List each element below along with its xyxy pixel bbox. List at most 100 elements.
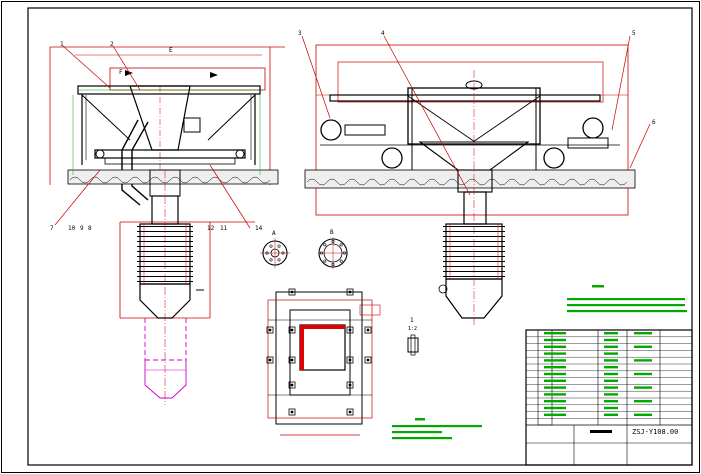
note-heading (415, 418, 425, 421)
detail-a-label: A (272, 230, 276, 237)
bolt-square (346, 326, 354, 334)
title-cell-text (604, 366, 618, 369)
title-cell-text (544, 393, 566, 396)
callout-3: 3 (298, 30, 302, 37)
hidden-container (144, 318, 187, 399)
flange-hole (281, 251, 285, 255)
note-line (567, 310, 687, 313)
flange-hole (342, 251, 346, 255)
bolt-hole (290, 328, 294, 332)
callout-7: 7 (50, 225, 54, 232)
bolt-square (288, 381, 296, 389)
flange-hole (339, 259, 343, 263)
bolt-hole (290, 358, 294, 362)
note-heading (592, 285, 604, 288)
title-cell-text (544, 332, 566, 335)
notes-green-plan (392, 418, 482, 440)
callout-F: F (119, 69, 123, 76)
callout-12: 12 (207, 225, 215, 232)
bolt-square (346, 288, 354, 296)
title-cell-text (544, 345, 566, 348)
bolt-hole (268, 358, 272, 362)
flange-hole (331, 240, 335, 244)
front-bellows-folds (137, 224, 193, 284)
side-view (304, 44, 636, 325)
title-cell-text (544, 413, 566, 416)
small-detail-scale: 1:2 (408, 326, 417, 332)
bolt-square (266, 356, 274, 364)
detail-circle-a: A (260, 230, 290, 268)
bolt-square (288, 326, 296, 334)
title-cell-text (634, 372, 652, 376)
title-cell-text (544, 406, 566, 410)
front-callouts: 1 2 F E 7 10 9 8 12 11 14 (50, 41, 263, 232)
detail-a-holes (265, 244, 285, 262)
detail-b-label: B (330, 229, 334, 236)
flange-hole (319, 251, 323, 255)
title-cell-text (604, 338, 618, 342)
title-cell-text (544, 400, 566, 403)
callout-6: 6 (652, 119, 656, 126)
drawing-number: ZSJ-Y108.00 (632, 428, 678, 436)
bolt-hole (348, 383, 352, 387)
callout-14: 14 (255, 225, 263, 232)
sheet-border-inner (27, 7, 693, 466)
bolt-hole (348, 358, 352, 362)
title-cell-text (544, 359, 566, 362)
bolt-square (266, 326, 274, 334)
title-cell-text (544, 372, 566, 376)
title-cell-text (634, 386, 652, 389)
callout-5: 5 (632, 30, 636, 37)
callout-11: 11 (220, 225, 228, 232)
flange-hole (269, 244, 273, 248)
title-cell-text (604, 359, 618, 362)
bolt-hole (348, 290, 352, 294)
bolt-square (288, 356, 296, 364)
title-cell-text (604, 393, 618, 396)
bolt-square (364, 326, 372, 334)
flange-hole (265, 251, 269, 255)
front-view (49, 46, 285, 405)
title-cell-text (544, 386, 566, 389)
note-line (567, 304, 685, 307)
bolt-square (346, 408, 354, 416)
note-line (392, 431, 442, 434)
note-line (392, 437, 452, 440)
bolt-hole (348, 410, 352, 414)
callout-4: 4 (381, 30, 385, 37)
title-cell-text (634, 413, 652, 416)
bolt-hole (290, 290, 294, 294)
title-cell-text (604, 406, 618, 410)
callout-10: 10 (68, 225, 76, 232)
side-callouts: 3 4 5 6 (298, 30, 656, 196)
bolt-hole (366, 358, 370, 362)
title-cell-text (544, 338, 566, 342)
flange-hole (331, 262, 335, 266)
title-cell-text (604, 345, 618, 348)
callout-1: 1 (60, 41, 64, 48)
bolt-square (288, 288, 296, 296)
note-line (567, 298, 685, 301)
bolt-hole (290, 410, 294, 414)
title-cell-text (604, 400, 618, 403)
title-cell-text (604, 352, 618, 355)
side-bellows-folds (443, 224, 505, 279)
notes-green (567, 285, 687, 313)
title-cell-text (634, 332, 652, 335)
title-cell-text (604, 372, 618, 376)
title-cell-text (634, 400, 652, 403)
callout-8: 8 (88, 225, 92, 232)
bolt-hole (268, 328, 272, 332)
title-cell-text (544, 366, 566, 369)
title-name-text (590, 430, 612, 433)
title-cell-text (634, 359, 652, 362)
plan-view (267, 291, 381, 436)
bolt-square (364, 356, 372, 364)
callout-9: 9 (80, 225, 84, 232)
title-cell-text (634, 345, 652, 348)
bolt-hole (366, 328, 370, 332)
title-cell-text (544, 352, 566, 355)
flange-hole (277, 258, 281, 262)
